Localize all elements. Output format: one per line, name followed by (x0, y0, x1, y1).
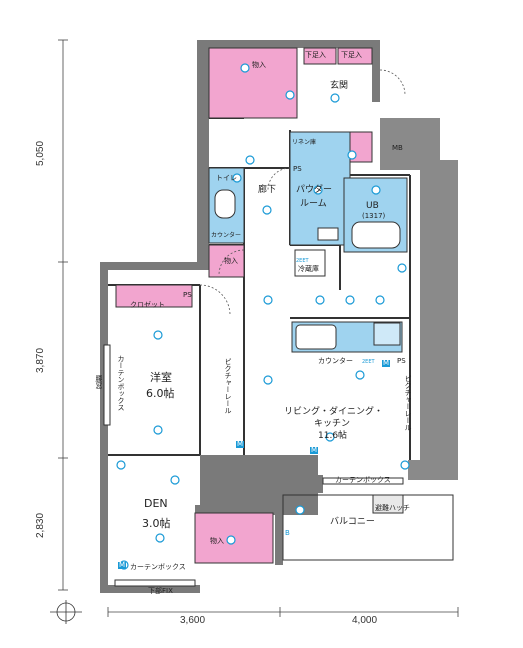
fixtures (214, 189, 401, 350)
den-size-label: 3.0帖 (142, 517, 171, 530)
fridge-label: 冷蔵庫 (298, 265, 319, 273)
b-marker: B (285, 529, 290, 537)
den-label: DEN (144, 497, 168, 510)
dim-bottom-left: 3,600 (180, 615, 206, 626)
storage-hall-label: 物入 (224, 257, 238, 265)
western-room-label: 洋室 (150, 371, 172, 384)
entrance-label: 玄関 (330, 81, 349, 91)
dim-left-mid: 3,870 (35, 347, 47, 374)
curtain-box-den-label: カーテンボックス (130, 563, 186, 571)
dimension-lines (58, 39, 459, 617)
zeet-label-1: 2EET (296, 258, 309, 264)
dim-left-bottom: 2,830 (35, 512, 47, 539)
corridor-label: 廊下 (258, 185, 277, 195)
waist-window-label: 腰窓 (95, 375, 103, 389)
exterior-walls (100, 40, 458, 593)
powder-room-label-2: ルーム (300, 199, 327, 209)
meter-marker-4: M (118, 561, 127, 569)
ldk-label-2: キッチン (314, 419, 351, 429)
curtain-box-ldk-label: カーテンボックス (335, 476, 391, 484)
dim-bottom-right: 4,000 (352, 615, 378, 626)
ps-kitchen-label: PS (397, 357, 406, 365)
ps-top-label: PS (293, 165, 302, 173)
ub-size-label: (1317) (362, 212, 386, 220)
zeet-label-2: 2EET (362, 359, 375, 365)
mb-label: MB (392, 144, 403, 152)
counter-kitchen-label: カウンター (318, 357, 353, 365)
balcony-outline (282, 494, 454, 561)
storage-top-label: 物入 (252, 61, 266, 69)
ldk-label-1: リビング・ダイニング・ (284, 407, 384, 417)
curtain-box-left-label: カーテンボックス (117, 355, 125, 411)
western-room-size-label: 6.0帖 (146, 387, 175, 400)
meter-marker-2: M (310, 446, 319, 454)
picture-rail-left-label: ピクチャーレール (224, 358, 232, 414)
meter-marker-1: M (236, 440, 245, 448)
shoe-right-label: 下足入 (341, 51, 362, 59)
ub-label: UB (366, 201, 379, 211)
ldk-size-label: 11.6帖 (318, 431, 348, 441)
ps-mid-label: PS (183, 291, 192, 299)
light-fixtures (116, 63, 410, 570)
linen-label: リネン庫 (292, 139, 317, 146)
shoe-left-label: 下足入 (305, 51, 326, 59)
windows (103, 344, 404, 587)
balcony-label: バルコニー (330, 517, 375, 527)
dim-left-top: 5,050 (35, 140, 47, 167)
storage-balcony-label: 物入 (210, 537, 224, 545)
compass-icon (50, 600, 82, 624)
picture-rail-right-label: ピクチャーレール (404, 375, 412, 431)
door-swings (199, 69, 406, 316)
counter-toilet-label: カウンター (211, 232, 242, 239)
meter-marker-3: M (382, 359, 391, 367)
powder-room-label-1: パウダー (296, 185, 333, 195)
storage-areas (115, 47, 373, 564)
bottom-fix-label: 下部FIX (148, 587, 173, 595)
closet-label: クロゼット (130, 301, 165, 309)
evac-hatch-label: 避難ハッチ (375, 504, 410, 512)
toilet-label: トイレ (216, 174, 237, 182)
